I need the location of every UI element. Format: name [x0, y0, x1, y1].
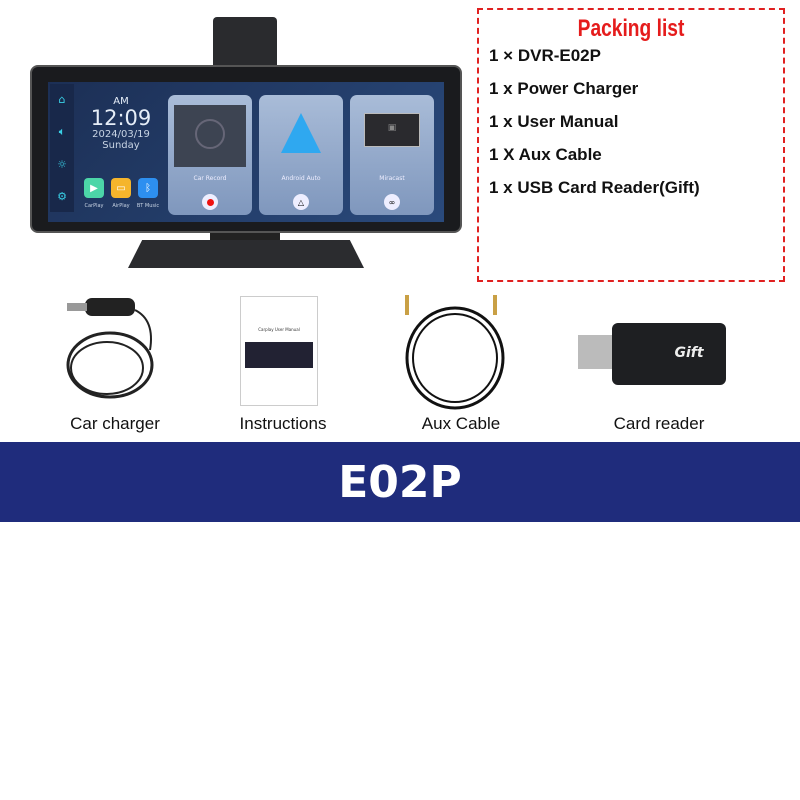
bt-music-app: ᛒ [138, 178, 158, 198]
accessory-label: Aux Cable [421, 414, 501, 433]
android-auto-icon [281, 113, 321, 153]
app-label: CarPlay [84, 203, 104, 209]
aperture-icon [195, 119, 225, 149]
gift-label: Gift [612, 323, 726, 385]
app-label: BT Music [136, 203, 160, 209]
camera-preview [174, 105, 246, 167]
manual-device-image [245, 342, 313, 368]
volume-icon: 🔈︎ [58, 125, 66, 139]
packing-item: 1 X Aux Cable [489, 145, 602, 164]
ampm: AM [113, 96, 129, 107]
clock-widget: AM 12:09 2024/03/19 Sunday [80, 96, 162, 151]
record-icon [202, 194, 218, 210]
packing-list: Packing list 1 × DVR-E02P 1 x Power Char… [477, 8, 785, 282]
brightness-icon: ☼ [57, 157, 67, 171]
packing-item: 1 x User Manual [489, 112, 619, 131]
settings-icon: ⚙︎ [57, 189, 67, 203]
link-icon: ∞ [384, 194, 400, 210]
card-label: Android Auto [281, 175, 321, 182]
android-auto-small-icon: △ [293, 194, 309, 210]
accessory-label: Card reader [613, 414, 705, 433]
model-name: E02P [338, 456, 462, 508]
card-android-auto: Android Auto △ [259, 95, 343, 215]
home-icon: ⌂ [58, 93, 66, 107]
accessory-label: Car charger [70, 414, 160, 433]
miracast-logo: ▣ [364, 113, 420, 147]
manual-cover-title: Carplay User Manual [258, 327, 300, 332]
card-car-record: Car Record [168, 95, 252, 215]
car-charger-image [66, 298, 154, 399]
time: 12:09 [90, 106, 152, 130]
packing-title: Packing list [577, 15, 685, 42]
app-label: AirPlay [112, 203, 130, 209]
stand-base [128, 240, 364, 268]
airplay-app: ▭ [111, 178, 131, 198]
packing-item: 1 x USB Card Reader(Gift) [489, 178, 700, 197]
bluetooth-icon: ᛒ [145, 182, 151, 194]
card-miracast: ▣ Miracast ∞ [350, 95, 434, 215]
model-banner: E02P [0, 442, 800, 522]
tv-icon: ▭ [116, 182, 126, 194]
play-icon: ▶ [90, 182, 98, 194]
packing-item: 1 × DVR-E02P [489, 46, 601, 65]
date: 2024/03/19 [92, 129, 150, 140]
card-label: Car Record [193, 175, 227, 182]
carplay-app: ▶ [84, 178, 104, 198]
usb-plug [578, 335, 618, 369]
day: Sunday [102, 140, 140, 151]
packing-item: 1 x Power Charger [489, 79, 639, 98]
screen-sidebar: ⌂ 🔈︎ ☼ ⚙︎ [50, 84, 74, 212]
card-label: Miracast [379, 175, 405, 182]
aux-cable-image [405, 295, 505, 410]
card-reader-image: Gift [578, 323, 726, 385]
accessory-label: Instructions [239, 414, 327, 433]
instructions-manual: Carplay User Manual [240, 296, 318, 406]
mount-bracket [213, 17, 277, 72]
